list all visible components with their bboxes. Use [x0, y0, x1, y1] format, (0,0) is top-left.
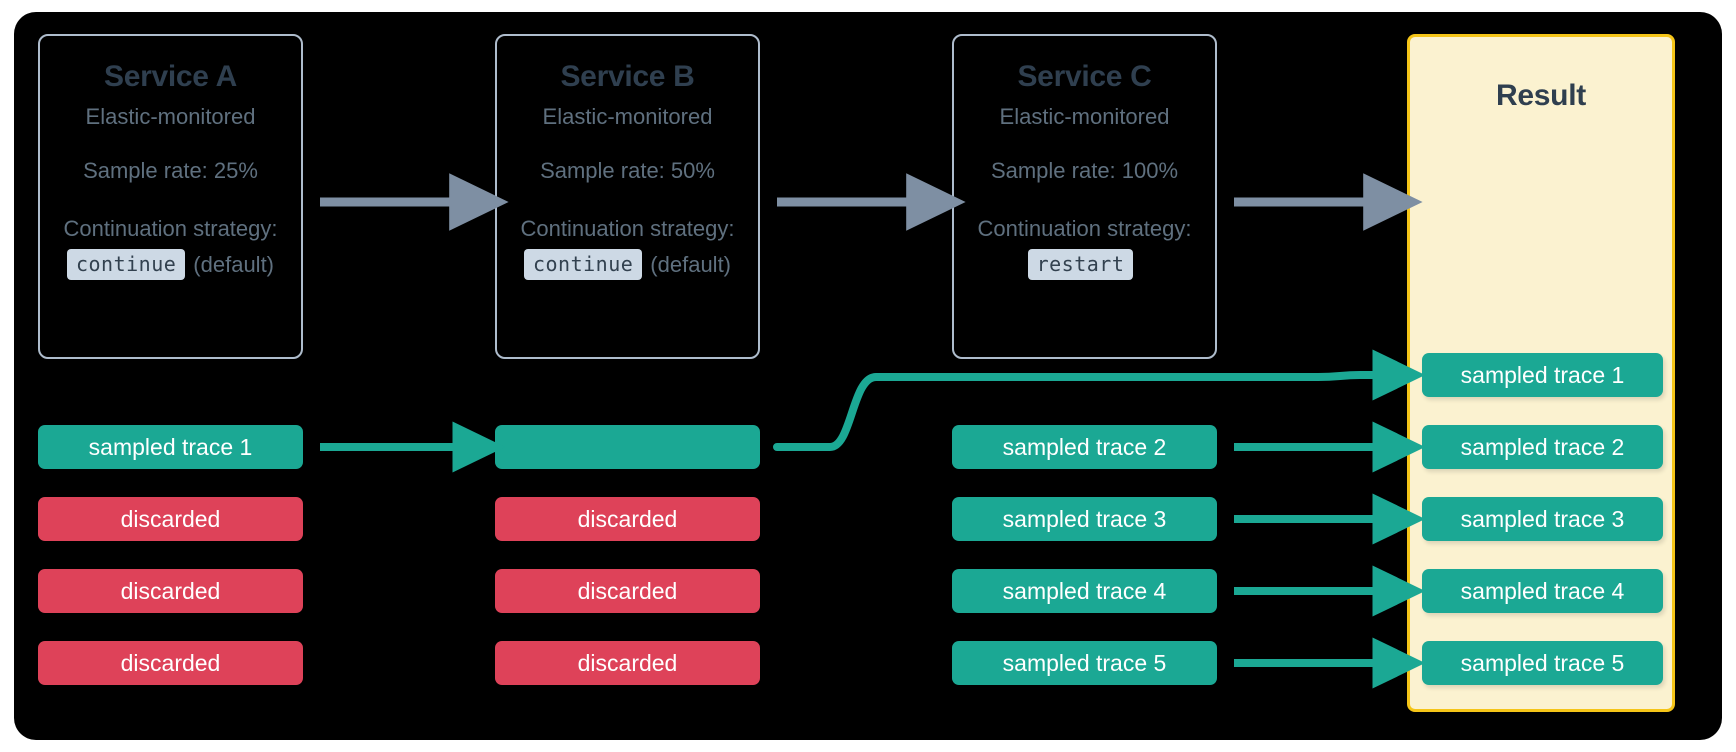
service-a-title: Service A [104, 60, 237, 93]
service-c-monitored: Elastic-monitored [999, 104, 1170, 129]
result-pill-3: sampled trace 3 [1422, 497, 1663, 541]
trace-pill-b-4: discarded [495, 641, 760, 685]
service-a-strategy-note: (default) [193, 251, 275, 277]
result-pill-2: sampled trace 2 [1422, 425, 1663, 469]
service-b-strategy-label: Continuation strategy: [520, 216, 735, 241]
trace-pill-a-4: discarded [38, 641, 303, 685]
trace-pill-b-2: discarded [495, 497, 760, 541]
service-b-strategy-row: continue (default) [497, 249, 758, 281]
service-c-sample-rate: Sample rate: 100% [990, 158, 1179, 183]
service-a-monitored: Elastic-monitored [85, 104, 256, 129]
result-pill-1: sampled trace 1 [1422, 353, 1663, 397]
trace-pill-b-3: discarded [495, 569, 760, 613]
service-b-title: Service B [560, 60, 695, 93]
service-a-strategy-row: continue (default) [40, 249, 301, 281]
service-c-title: Service C [1017, 60, 1152, 93]
trace-pill-a-1: sampled trace 1 [38, 425, 303, 469]
service-b-sample-rate: Sample rate: 50% [540, 158, 715, 183]
service-a-strategy-label: Continuation strategy: [63, 216, 278, 241]
trace-pill-a-3: discarded [38, 569, 303, 613]
service-b-strategy-code: continue [523, 249, 643, 281]
trace-pill-b-1 [495, 425, 760, 469]
service-c-strategy-row: restart [954, 249, 1215, 281]
trace-pill-a-2: discarded [38, 497, 303, 541]
result-pill-4: sampled trace 4 [1422, 569, 1663, 613]
trace-pill-c-1: sampled trace 2 [952, 425, 1217, 469]
trace-pill-c-2: sampled trace 3 [952, 497, 1217, 541]
service-c-strategy-code: restart [1027, 249, 1134, 281]
service-card-c: Service C Elastic-monitored Sample rate:… [952, 34, 1217, 359]
service-card-a: Service A Elastic-monitored Sample rate:… [38, 34, 303, 359]
service-a-strategy-code: continue [66, 249, 186, 281]
service-card-b: Service B Elastic-monitored Sample rate:… [495, 34, 760, 359]
trace-pill-c-3: sampled trace 4 [952, 569, 1217, 613]
service-b-strategy-note: (default) [650, 251, 732, 277]
result-title: Result [1496, 79, 1586, 112]
service-c-strategy-label: Continuation strategy: [977, 216, 1192, 241]
service-b-monitored: Elastic-monitored [542, 104, 713, 129]
trace-pill-c-4: sampled trace 5 [952, 641, 1217, 685]
service-a-sample-rate: Sample rate: 25% [83, 158, 258, 183]
result-pill-5: sampled trace 5 [1422, 641, 1663, 685]
